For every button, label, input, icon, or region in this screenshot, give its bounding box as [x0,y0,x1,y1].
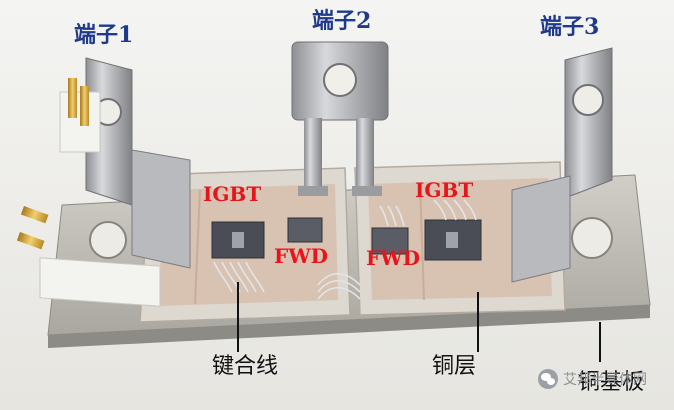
bond-wire-label: 键合线 [212,354,279,379]
watermark: 艾邦半导体网 [538,366,647,392]
terminal-3 [511,47,613,283]
mount-hole-right [571,217,613,259]
mount-hole-left [89,221,127,259]
fwd-right-label: FWD [366,246,421,270]
igbt-left-label: IGBT [203,182,262,206]
copper-layer-label: 铜层 [432,354,477,379]
terminal-1-label: 端子1 [74,22,134,48]
igbt-chip-left [211,221,265,259]
wechat-icon [538,369,558,389]
bond-wires [213,199,477,300]
terminal-1 [16,57,191,307]
copper-baseplate-label: 铜基板 [578,370,645,395]
terminal-3-label: 端子3 [540,14,600,40]
igbt-chip-right [424,219,482,261]
fwd-chip-right [371,227,409,255]
terminal-2-label: 端子2 [312,8,372,34]
terminal-2 [291,41,389,196]
fwd-left-label: FWD [274,244,329,268]
fwd-chip-left [287,217,323,243]
igbt-right-label: IGBT [415,178,474,202]
pointer-lines [237,282,601,362]
watermark-text: 艾邦半导体网 [563,372,647,388]
